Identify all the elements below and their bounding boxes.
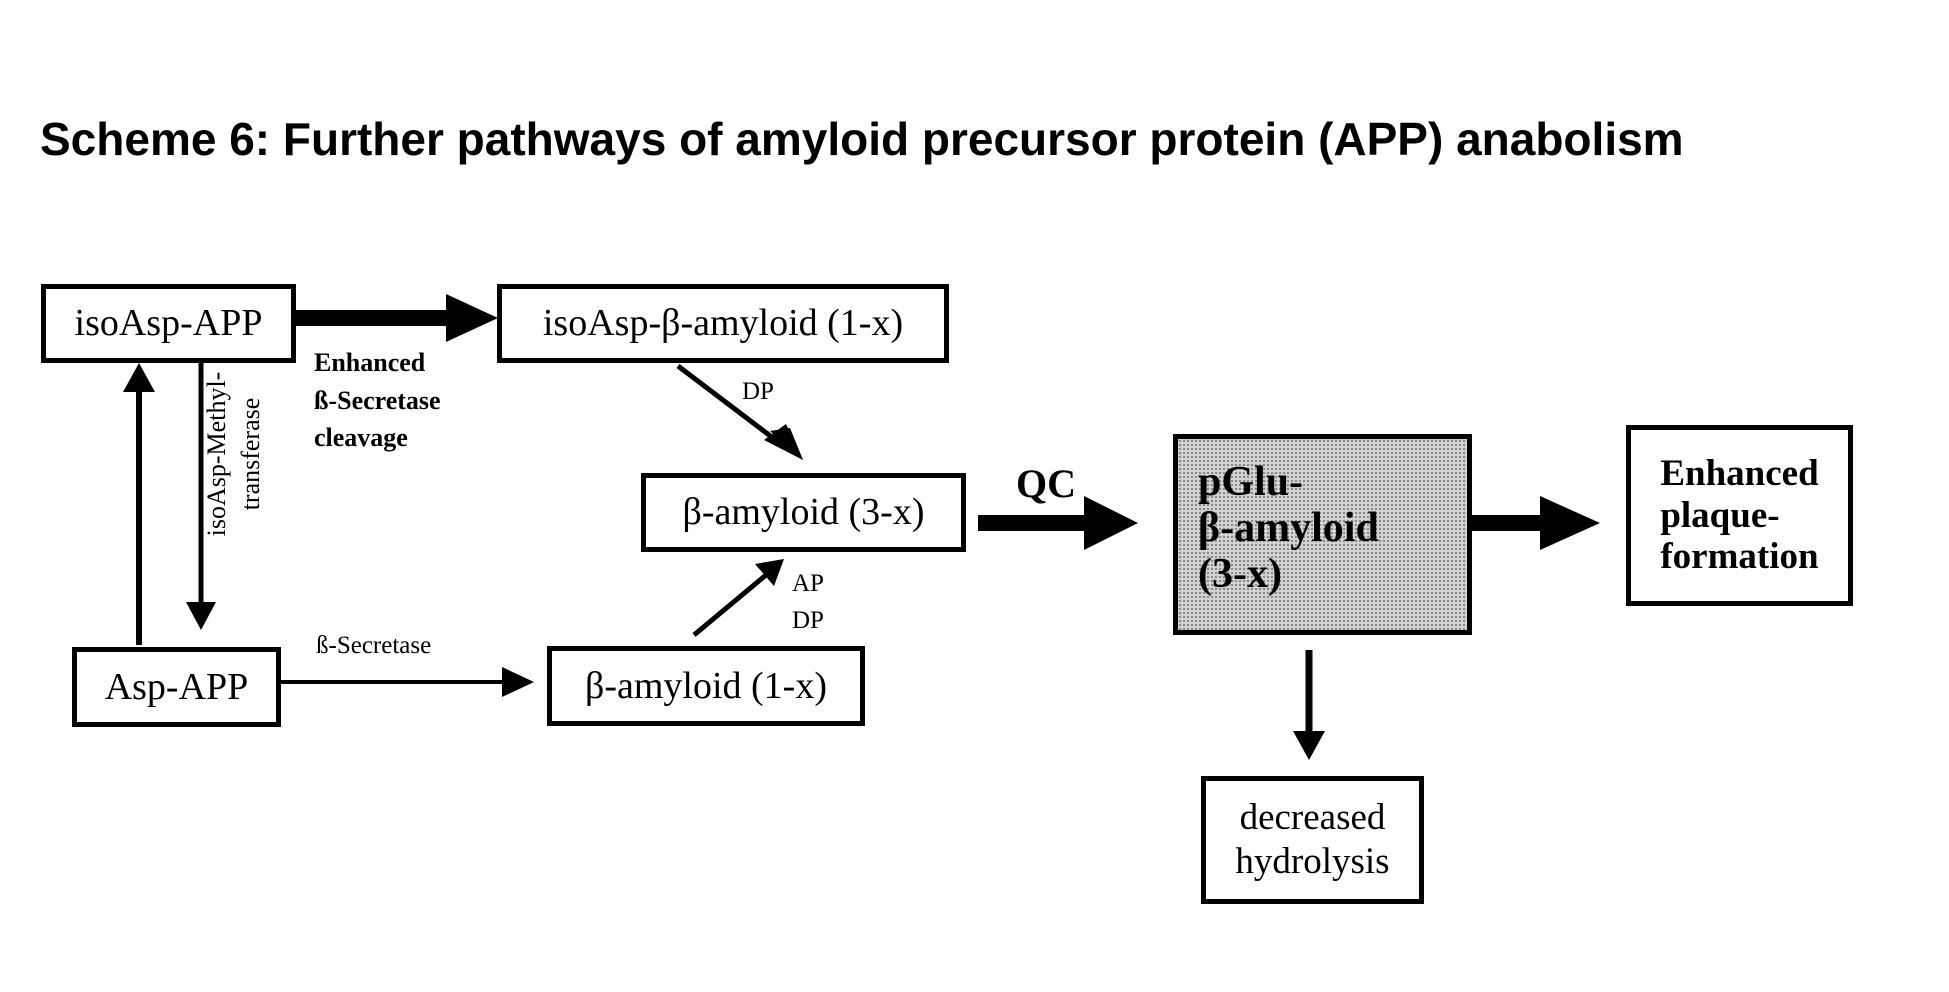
hydrolysis-arrow [1293,650,1325,760]
node-decreased-hydrolysis: decreased hydrolysis [1201,776,1424,904]
cleavage-line-2: ß-Secretase [314,382,441,420]
node-beta-amyloid-1x: β-amyloid (1-x) [547,646,865,726]
node-enhanced-plaque-formation: Enhanced plaque- formation [1626,425,1853,606]
node-isoasp-app: isoAsp-APP [41,284,296,363]
methyl-line-2: transferase [234,372,268,537]
label-ap: AP [792,570,824,598]
hydrolysis-line-1: decreased [1235,796,1389,840]
pglu-line-1: pGlu- [1198,459,1379,505]
plaque-line-2: plaque- [1660,495,1818,536]
dp-arrow [678,366,803,460]
label-dp-top: DP [742,378,774,406]
label-methyltransferase: isoAsp-Methyl- transferase [200,372,268,537]
label-dp-bottom: DP [792,607,824,635]
secretase-arrow [281,667,534,697]
cleavage-line-3: cleavage [314,419,441,457]
ap-dp-arrow [694,559,784,635]
label-enhanced-secretase-cleavage: Enhanced ß-Secretase cleavage [314,344,441,457]
node-pglu-beta-amyloid: pGlu- β-amyloid (3-x) [1173,434,1472,635]
plaque-line-3: formation [1660,536,1818,577]
enhanced-cleavage-arrow [296,294,498,342]
plaque-line-1: Enhanced [1660,453,1818,494]
cleavage-line-1: Enhanced [314,344,441,382]
pglu-line-2: β-amyloid [1198,505,1379,551]
hydrolysis-line-2: hydrolysis [1235,840,1389,884]
node-beta-amyloid-3x: β-amyloid (3-x) [641,473,966,552]
label-beta-secretase: ß-Secretase [316,632,431,660]
node-asp-app: Asp-APP [72,647,281,727]
plaque-arrow [1472,496,1600,550]
asp-to-isoasp-arrow [123,363,155,645]
node-isoasp-beta-amyloid-1x: isoAsp-β-amyloid (1-x) [497,284,949,363]
methyl-line-1: isoAsp-Methyl- [200,372,234,537]
pglu-line-3: (3-x) [1198,551,1379,597]
label-qc: QC [1016,460,1076,507]
